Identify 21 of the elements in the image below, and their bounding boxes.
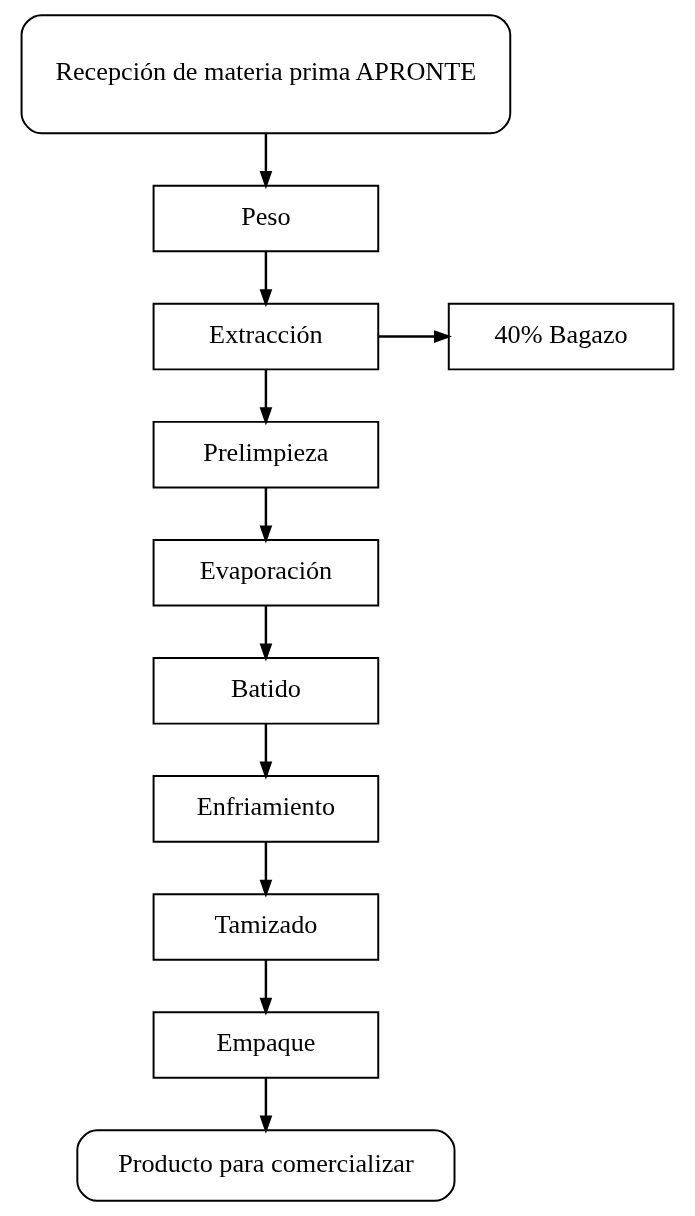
arrow: [259, 841, 273, 898]
arrow: [378, 330, 453, 343]
node-box: Recepción de materia prima APRONTE: [20, 14, 512, 135]
node-box: Empaque: [152, 1011, 380, 1079]
node-box: Tamizado: [152, 893, 380, 961]
arrow: [259, 960, 273, 1016]
arrow: [259, 723, 273, 780]
node-box: Evaporación: [152, 538, 380, 607]
node-box: Peso: [152, 184, 380, 253]
arrow: [259, 251, 273, 308]
node-box: Extracción: [152, 302, 380, 371]
arrow: [259, 605, 273, 662]
arrow: [259, 1078, 273, 1134]
arrow: [259, 369, 273, 426]
node-box: Producto para comercializar: [76, 1129, 456, 1202]
node-box: Batido: [152, 657, 380, 725]
arrow: [259, 487, 273, 544]
node-box: 40% Bagazo: [447, 302, 675, 371]
arrow: [259, 134, 273, 190]
node-box: Prelimpieza: [152, 420, 380, 489]
node-box: Enfriamiento: [152, 775, 380, 843]
